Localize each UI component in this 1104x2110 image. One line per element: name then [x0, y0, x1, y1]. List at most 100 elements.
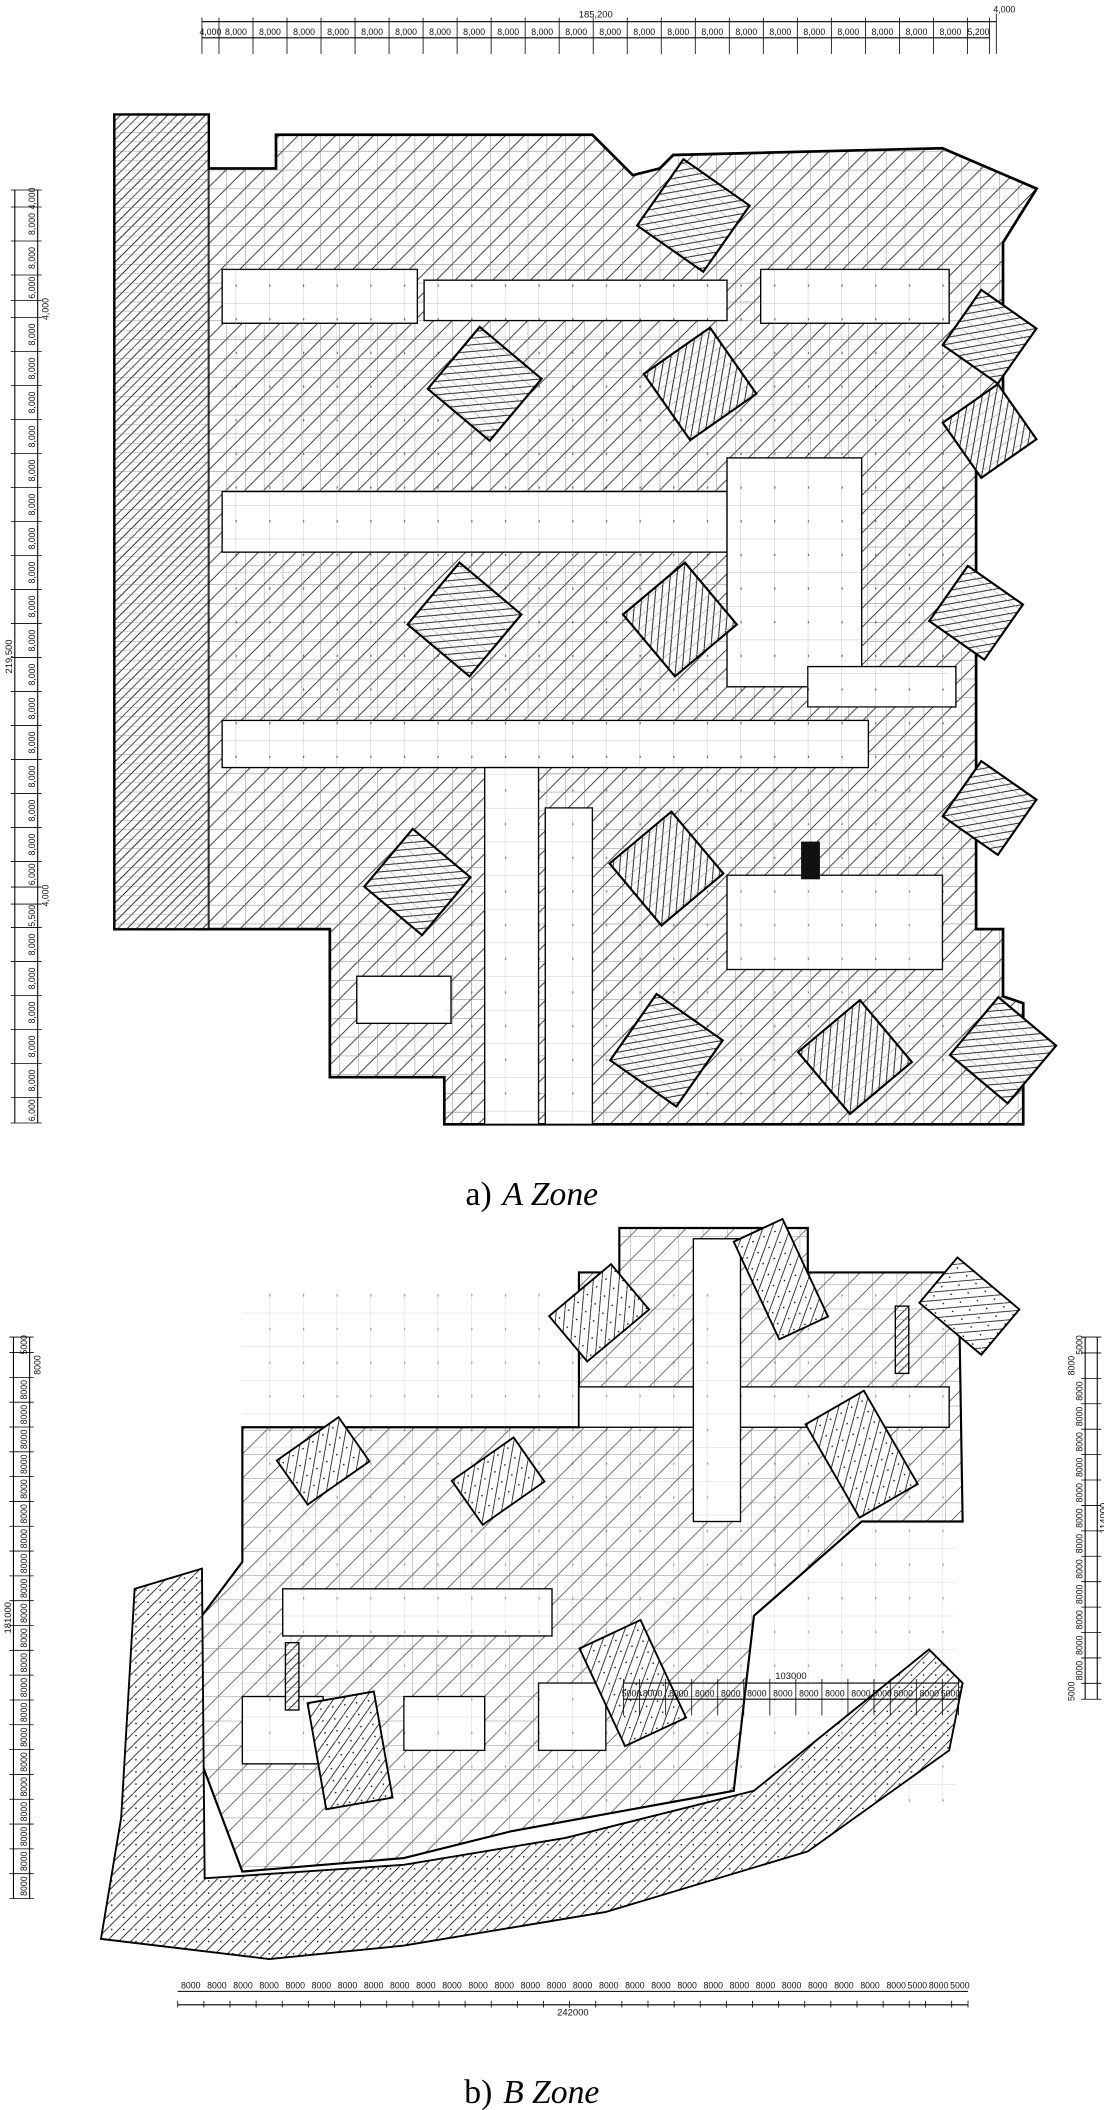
dimension-segment-label: 8000: [19, 1479, 29, 1499]
dimension-segment-label: 8,000: [905, 27, 927, 37]
dimension-segment-label: 8,000: [27, 1001, 37, 1023]
dimension-segment-label: 8,000: [27, 1035, 37, 1057]
zone-b-bottom-dimension: 8000 8000 8000 8000 8000 8000 8000 8000 8000 8000…: [177, 1981, 970, 2018]
dimension-segment-label: 8,000: [837, 27, 859, 37]
dimension-segment-label: 8,000: [27, 933, 37, 955]
dimension-segment-label: 8,000: [497, 27, 519, 37]
dimension-total-label: 181000: [2, 1602, 13, 1633]
dimension-segment-label: 5,500: [27, 905, 37, 927]
dimension-segment-label: 8000: [704, 1981, 724, 1991]
dimension-segment-label: 8000: [669, 1689, 689, 1699]
dimension-segment-label: 8000: [1074, 1610, 1084, 1630]
dimension-segment-label: 4,000: [40, 298, 50, 320]
dimension-segment-label: 5000: [872, 1689, 892, 1699]
dimension-segment-label: 8000: [825, 1689, 845, 1699]
dimension-segment-label: 8,000: [939, 27, 961, 37]
dimension-segment-label: 8,000: [769, 27, 791, 37]
dimension-segment-label: 8,000: [259, 27, 281, 37]
dimension-segment-label: 8000: [547, 1981, 567, 1991]
dimension-segment-label: 8000: [19, 1851, 29, 1871]
dimension-segment-label: 8000: [19, 1554, 29, 1574]
dimension-segment-label: 8,000: [27, 765, 37, 787]
zone-a-plan: [113, 113, 1058, 1126]
dimension-segment-label: 8000: [677, 1981, 697, 1991]
dimension-segment-label: 5000: [19, 1335, 29, 1355]
dimension-segment-label: 8000: [599, 1981, 619, 1991]
dimension-total-label: 185,200: [579, 9, 613, 20]
dimension-segment-label: 8000: [851, 1689, 871, 1699]
dimension-segment-label: 5000: [622, 1689, 642, 1699]
dimension-segment-label: 8000: [1074, 1381, 1084, 1401]
dimension-segment-label: 4,000: [27, 187, 37, 209]
dimension-segment-label: 8,000: [667, 27, 689, 37]
dimension-segment-label: 8000: [19, 1529, 29, 1549]
dimension-segment-label: 8000: [19, 1703, 29, 1723]
dimension-segment-label: 8000: [19, 1380, 29, 1400]
zone-a-column-strip: [113, 113, 210, 931]
zone-a-towers: [362, 157, 1058, 1116]
dimension-segment-label: 8,000: [27, 595, 37, 617]
dimension-segment-label: 8000: [1074, 1483, 1084, 1503]
dimension-segment-label: 8,000: [225, 27, 247, 37]
dimension-segment-label: 8000: [886, 1981, 906, 1991]
dimension-segment-label: 8000: [1074, 1585, 1084, 1605]
dimension-segment-label: 8000: [625, 1981, 645, 1991]
dimension-segment-label: 8000: [364, 1981, 384, 1991]
dimension-segment-label: 6,000: [27, 863, 37, 885]
dimension-segment-label: 6,000: [27, 277, 37, 299]
dimension-segment-label: 8,000: [803, 27, 825, 37]
dimension-segment-label: 8,000: [463, 27, 485, 37]
zone-a-left-dimension: 4,0008,0008,0006,0004,0008,0008,0008,000…: [3, 187, 50, 1124]
dimension-segment-label: 5000: [1074, 1335, 1084, 1355]
dimension-segment-label: 4,000: [40, 885, 50, 907]
dimension-segment-label: 6,000: [27, 1099, 37, 1121]
dimension-segment-label: 8,000: [27, 425, 37, 447]
dimension-segment-label: 8,000: [27, 833, 37, 855]
dimension-segment-label: 8000: [468, 1981, 488, 1991]
dimension-segment-label: 8,000: [293, 27, 315, 37]
dimension-segment-label: 5000: [950, 1981, 970, 1991]
dimension-segment-label: 8000: [651, 1981, 671, 1991]
dimension-segment-label: 8000: [1074, 1635, 1084, 1655]
dimension-segment-label: 8,000: [27, 663, 37, 685]
dimension-segment-label: 8000: [19, 1752, 29, 1772]
dimension-segment-label: 8000: [181, 1981, 201, 1991]
dimension-segment-label: 8000: [19, 1628, 29, 1648]
dimension-segment-label: 4,000: [200, 27, 222, 37]
dimension-segment-label: 8000: [1074, 1534, 1084, 1554]
zone-b-plan: [99, 1217, 1021, 1961]
zone-b-caption: b)B Zone: [464, 2074, 599, 2110]
dimension-segment-label: 8,000: [27, 493, 37, 515]
dimension-segment-label: 8,000: [27, 459, 37, 481]
dimension-segment-label: 8000: [929, 1981, 949, 1991]
dimension-segment-label: 8000: [834, 1981, 854, 1991]
dimension-segment-label: 8000: [1074, 1432, 1084, 1452]
dimension-segment-label: 8,000: [27, 799, 37, 821]
dimension-segment-label: 8000: [643, 1689, 663, 1699]
dimension-total-label: 219,500: [3, 639, 14, 673]
dimension-segment-label: 8000: [442, 1981, 462, 1991]
dimension-extension-label: 4,000: [993, 4, 1015, 14]
dimension-segment-label: 8000: [782, 1981, 802, 1991]
dimension-segment-label: 8000: [390, 1981, 410, 1991]
dimension-segment-label: 8000: [19, 1727, 29, 1747]
dimension-segment-label: 8,000: [327, 27, 349, 37]
dimension-segment-label: 8000: [521, 1981, 541, 1991]
dimension-segment-label: 8000: [730, 1981, 750, 1991]
dimension-segment-label: 5000: [908, 1981, 928, 1991]
dimension-segment-label: 8000: [19, 1504, 29, 1524]
dimension-total-label: 242000: [557, 2007, 588, 2018]
dimension-segment-label: 8,000: [27, 391, 37, 413]
dimension-segment-label: 8000: [259, 1981, 279, 1991]
dimension-segment-label: 8000: [19, 1876, 29, 1896]
dimension-segment-label: 8000: [695, 1689, 715, 1699]
dimension-segment-label: 8000: [19, 1603, 29, 1623]
dimension-segment-label: 8000: [920, 1689, 940, 1699]
zone-a-caption: a)A Zone: [466, 1176, 599, 1213]
dimension-segment-label: 8000: [338, 1981, 358, 1991]
dimension-segment-label: 8,000: [27, 731, 37, 753]
dimension-segment-label: 8,000: [599, 27, 621, 37]
